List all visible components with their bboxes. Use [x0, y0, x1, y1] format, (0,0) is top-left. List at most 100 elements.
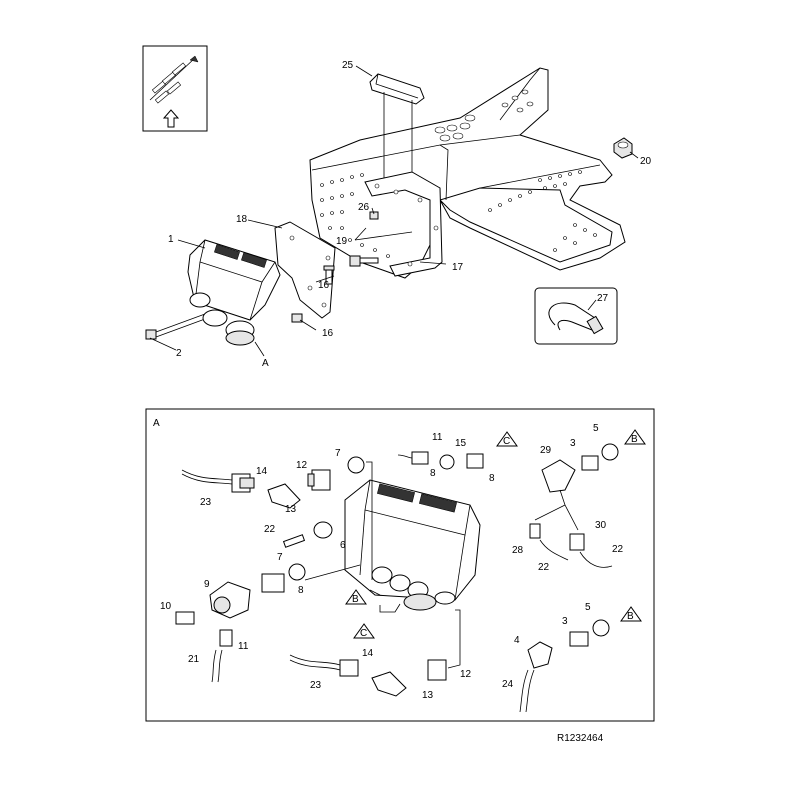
clip-15 [439, 454, 455, 470]
nut-8b [466, 453, 484, 469]
leader-lines [149, 65, 639, 357]
marker-c-2-label: C [503, 436, 510, 447]
callout-19: 19 [336, 236, 348, 247]
clip-5a [601, 443, 619, 461]
elbow-13a [267, 483, 301, 509]
callout-d8a: 8 [298, 585, 304, 596]
nut-20 [613, 137, 633, 159]
hose-23b [289, 654, 341, 671]
callout-d7a: 7 [335, 448, 341, 459]
fitting-28 [529, 523, 541, 539]
callout-d23b: 23 [310, 680, 322, 691]
hose-24 [519, 669, 535, 713]
callout-20: 20 [640, 156, 652, 167]
detail-label: A [153, 418, 160, 429]
bracket-25 [369, 73, 425, 186]
marker-b-2-label: B [631, 434, 638, 445]
marker-b-1 [345, 589, 367, 605]
nut-26 [369, 211, 379, 220]
callout-27: 27 [597, 293, 609, 304]
bolt-2 [145, 313, 206, 340]
pin-22a [282, 534, 306, 548]
callout-d22b: 22 [538, 562, 550, 573]
marker-c-2 [496, 431, 518, 447]
fitting-30 [569, 533, 585, 551]
screw-16b [291, 313, 303, 323]
callout-d24: 24 [502, 679, 514, 690]
bolt-19 [349, 255, 379, 267]
hose-23a [181, 469, 233, 485]
marker-b-1-label: B [352, 594, 359, 605]
clamp-27 [534, 287, 618, 345]
callout-d11b: 11 [238, 641, 249, 652]
callout-d12b: 12 [460, 669, 472, 680]
marker-c-1-label: C [360, 628, 367, 639]
tee-29 [541, 459, 576, 493]
callout-d29: 29 [540, 445, 552, 456]
marker-b-3 [620, 606, 642, 622]
callout-26: 26 [358, 202, 370, 213]
hose-21 [211, 649, 223, 683]
callout-d30: 30 [595, 520, 607, 531]
callout-d6: 6 [340, 540, 346, 551]
callout-18: 18 [236, 214, 248, 225]
callout-d28: 28 [512, 545, 524, 556]
marker-b-3-label: B [627, 611, 634, 622]
callout-d8b: 8 [489, 473, 495, 484]
callout-d5b: 5 [585, 602, 591, 613]
callout-d3b: 3 [562, 616, 568, 627]
reference-number: R1232464 [557, 733, 604, 744]
clip-7b [288, 563, 306, 581]
callout-d3a: 3 [570, 438, 576, 449]
callout-d22a: 22 [264, 524, 276, 535]
plug-10 [175, 611, 195, 625]
screw-16a [323, 265, 335, 285]
callout-d9: 9 [204, 579, 210, 590]
marker-b-2 [624, 429, 646, 445]
callout-d7b: 7 [277, 552, 283, 563]
fitting-11a [397, 451, 429, 465]
callout-d5a: 5 [593, 423, 599, 434]
callout-a: A [262, 358, 269, 369]
connection-lines [304, 461, 579, 669]
orientation-arrow-icon [142, 45, 208, 132]
callout-d13a: 13 [285, 504, 297, 515]
callout-d13b: 13 [422, 690, 434, 701]
plug-6 [313, 521, 333, 539]
nut-12b [427, 659, 447, 681]
callout-16b: 16 [322, 328, 334, 339]
callout-d4: 4 [514, 635, 520, 646]
valve-block-1 [187, 239, 281, 346]
callout-d14a: 14 [256, 466, 268, 477]
nut-8a [261, 573, 285, 593]
hose-22c [579, 551, 613, 568]
marker-c-1 [353, 623, 375, 639]
callout-d12a: 12 [296, 460, 308, 471]
nut-3b [569, 631, 589, 647]
nut-12a [307, 469, 331, 491]
bracket-17 [364, 171, 443, 277]
callout-d21: 21 [188, 654, 200, 665]
valve-9 [209, 581, 251, 619]
callout-d14b: 14 [362, 648, 374, 659]
clip-7a [347, 456, 365, 474]
callout-d22c: 22 [612, 544, 624, 555]
callout-labels: 1 2 16 16 17 18 19 20 25 26 27 A A 3 3 4… [153, 60, 652, 744]
callout-d15: 15 [455, 438, 467, 449]
callout-16a: 16 [318, 280, 330, 291]
chassis-frame [309, 67, 626, 279]
callout-2: 2 [176, 348, 182, 359]
callout-1: 1 [168, 234, 174, 245]
elbow-13b [371, 671, 407, 697]
fitting-11b [219, 629, 233, 647]
detail-valve-block [344, 479, 481, 611]
nut-3a [581, 455, 599, 471]
fitting-14b [339, 659, 359, 677]
clip-5b [592, 619, 610, 637]
elbow-4 [527, 641, 553, 669]
callout-25: 25 [342, 60, 354, 71]
callout-d11a: 11 [432, 432, 443, 443]
fitting-14a [231, 473, 255, 493]
callout-d8c: 8 [430, 468, 436, 479]
